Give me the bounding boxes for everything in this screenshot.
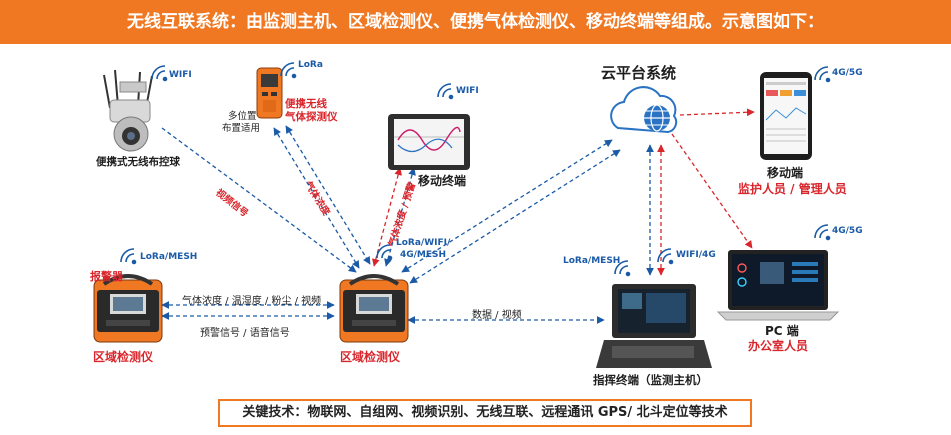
host-signal-left-label: LoRa/MESH <box>563 256 621 266</box>
gas-detector-label-line2: 气体探测仪 <box>285 111 338 123</box>
tablet-label: 移动终端 <box>418 174 467 188</box>
phone-label: 移动端 <box>767 166 804 180</box>
cloud-label: 云平台系统 <box>601 64 677 82</box>
laptop-sub-label: 办公室人员 <box>748 339 809 353</box>
area-left-signal-label: LoRa/MESH <box>140 252 198 262</box>
edge-gas-center-b <box>285 125 371 265</box>
laptop-pc-icon <box>716 250 840 321</box>
area-center-signal-line2: 4G/MESH <box>400 250 447 260</box>
wifi-signal-icon <box>437 83 454 100</box>
gas-detector-signal-label: LoRa <box>298 60 323 70</box>
lora-signal-icon <box>280 62 297 79</box>
page-title: 无线互联系统：由监测主机、区域检测仪、便携气体检测仪、移动终端等组成。示意图如下… <box>127 12 824 32</box>
area-detector-center-icon <box>339 274 409 343</box>
host-signal-left-icon <box>614 260 631 277</box>
cellular-signal-icon <box>814 224 831 241</box>
ball-label: 便携式无线布控球 <box>96 156 180 168</box>
title-banner <box>0 0 951 44</box>
alarm-label: 报警器 <box>90 270 123 283</box>
edge-ball-center <box>161 127 357 273</box>
tablet-terminal-icon <box>388 114 470 170</box>
area-detector-left-icon <box>93 274 163 343</box>
multi-signal-icon <box>376 244 393 261</box>
laptop-label: PC 端 <box>765 324 799 338</box>
area-center-signal-line1: LoRa/WIFI/ <box>396 238 451 248</box>
edge-label-data-video: 数据 / 视频 <box>472 310 522 321</box>
wifi-signal-icon <box>151 65 168 82</box>
host-label: 指挥终端（监测主机） <box>593 373 708 387</box>
edge-cloud-laptop <box>671 133 753 249</box>
ball-signal-label: WIFI <box>169 70 192 80</box>
gas-detector-note-line1: 多位置 <box>228 111 257 122</box>
command-terminal-host-icon <box>596 284 712 368</box>
wireless-dome-camera-icon <box>103 69 153 152</box>
edge-label-left-bottom: 预警信号 / 语音信号 <box>200 328 290 339</box>
laptop-signal-label: 4G/5G <box>832 226 863 236</box>
host-signal-right-icon <box>657 248 674 265</box>
gas-detector-label-line1: 便携无线 <box>285 98 327 110</box>
mobile-phone-icon <box>760 72 812 160</box>
cloud-platform-icon <box>610 86 678 134</box>
tablet-signal-label: WIFI <box>456 86 479 96</box>
mesh-signal-icon <box>120 248 137 265</box>
key-technology-footer: 关键技术：物联网、自组网、视频识别、无线互联、远程通讯 GPS/ 北斗定位等技术 <box>218 399 752 427</box>
phone-sub-label: 监护人员 / 管理人员 <box>738 182 847 196</box>
cellular-signal-icon <box>814 66 831 83</box>
gas-detector-note-line2: 布置适用 <box>222 123 261 134</box>
portable-gas-detector-icon <box>256 67 283 119</box>
phone-signal-label: 4G/5G <box>832 68 863 78</box>
host-signal-right-label: WIFI/4G <box>676 250 716 260</box>
edge-cloud-phone <box>679 108 755 117</box>
edge-label-left-top: 气体浓度 / 温湿度 / 粉尘 / 视频 <box>182 296 322 307</box>
area-left-label: 区域检测仪 <box>93 350 154 364</box>
area-center-label: 区域检测仪 <box>340 350 401 364</box>
